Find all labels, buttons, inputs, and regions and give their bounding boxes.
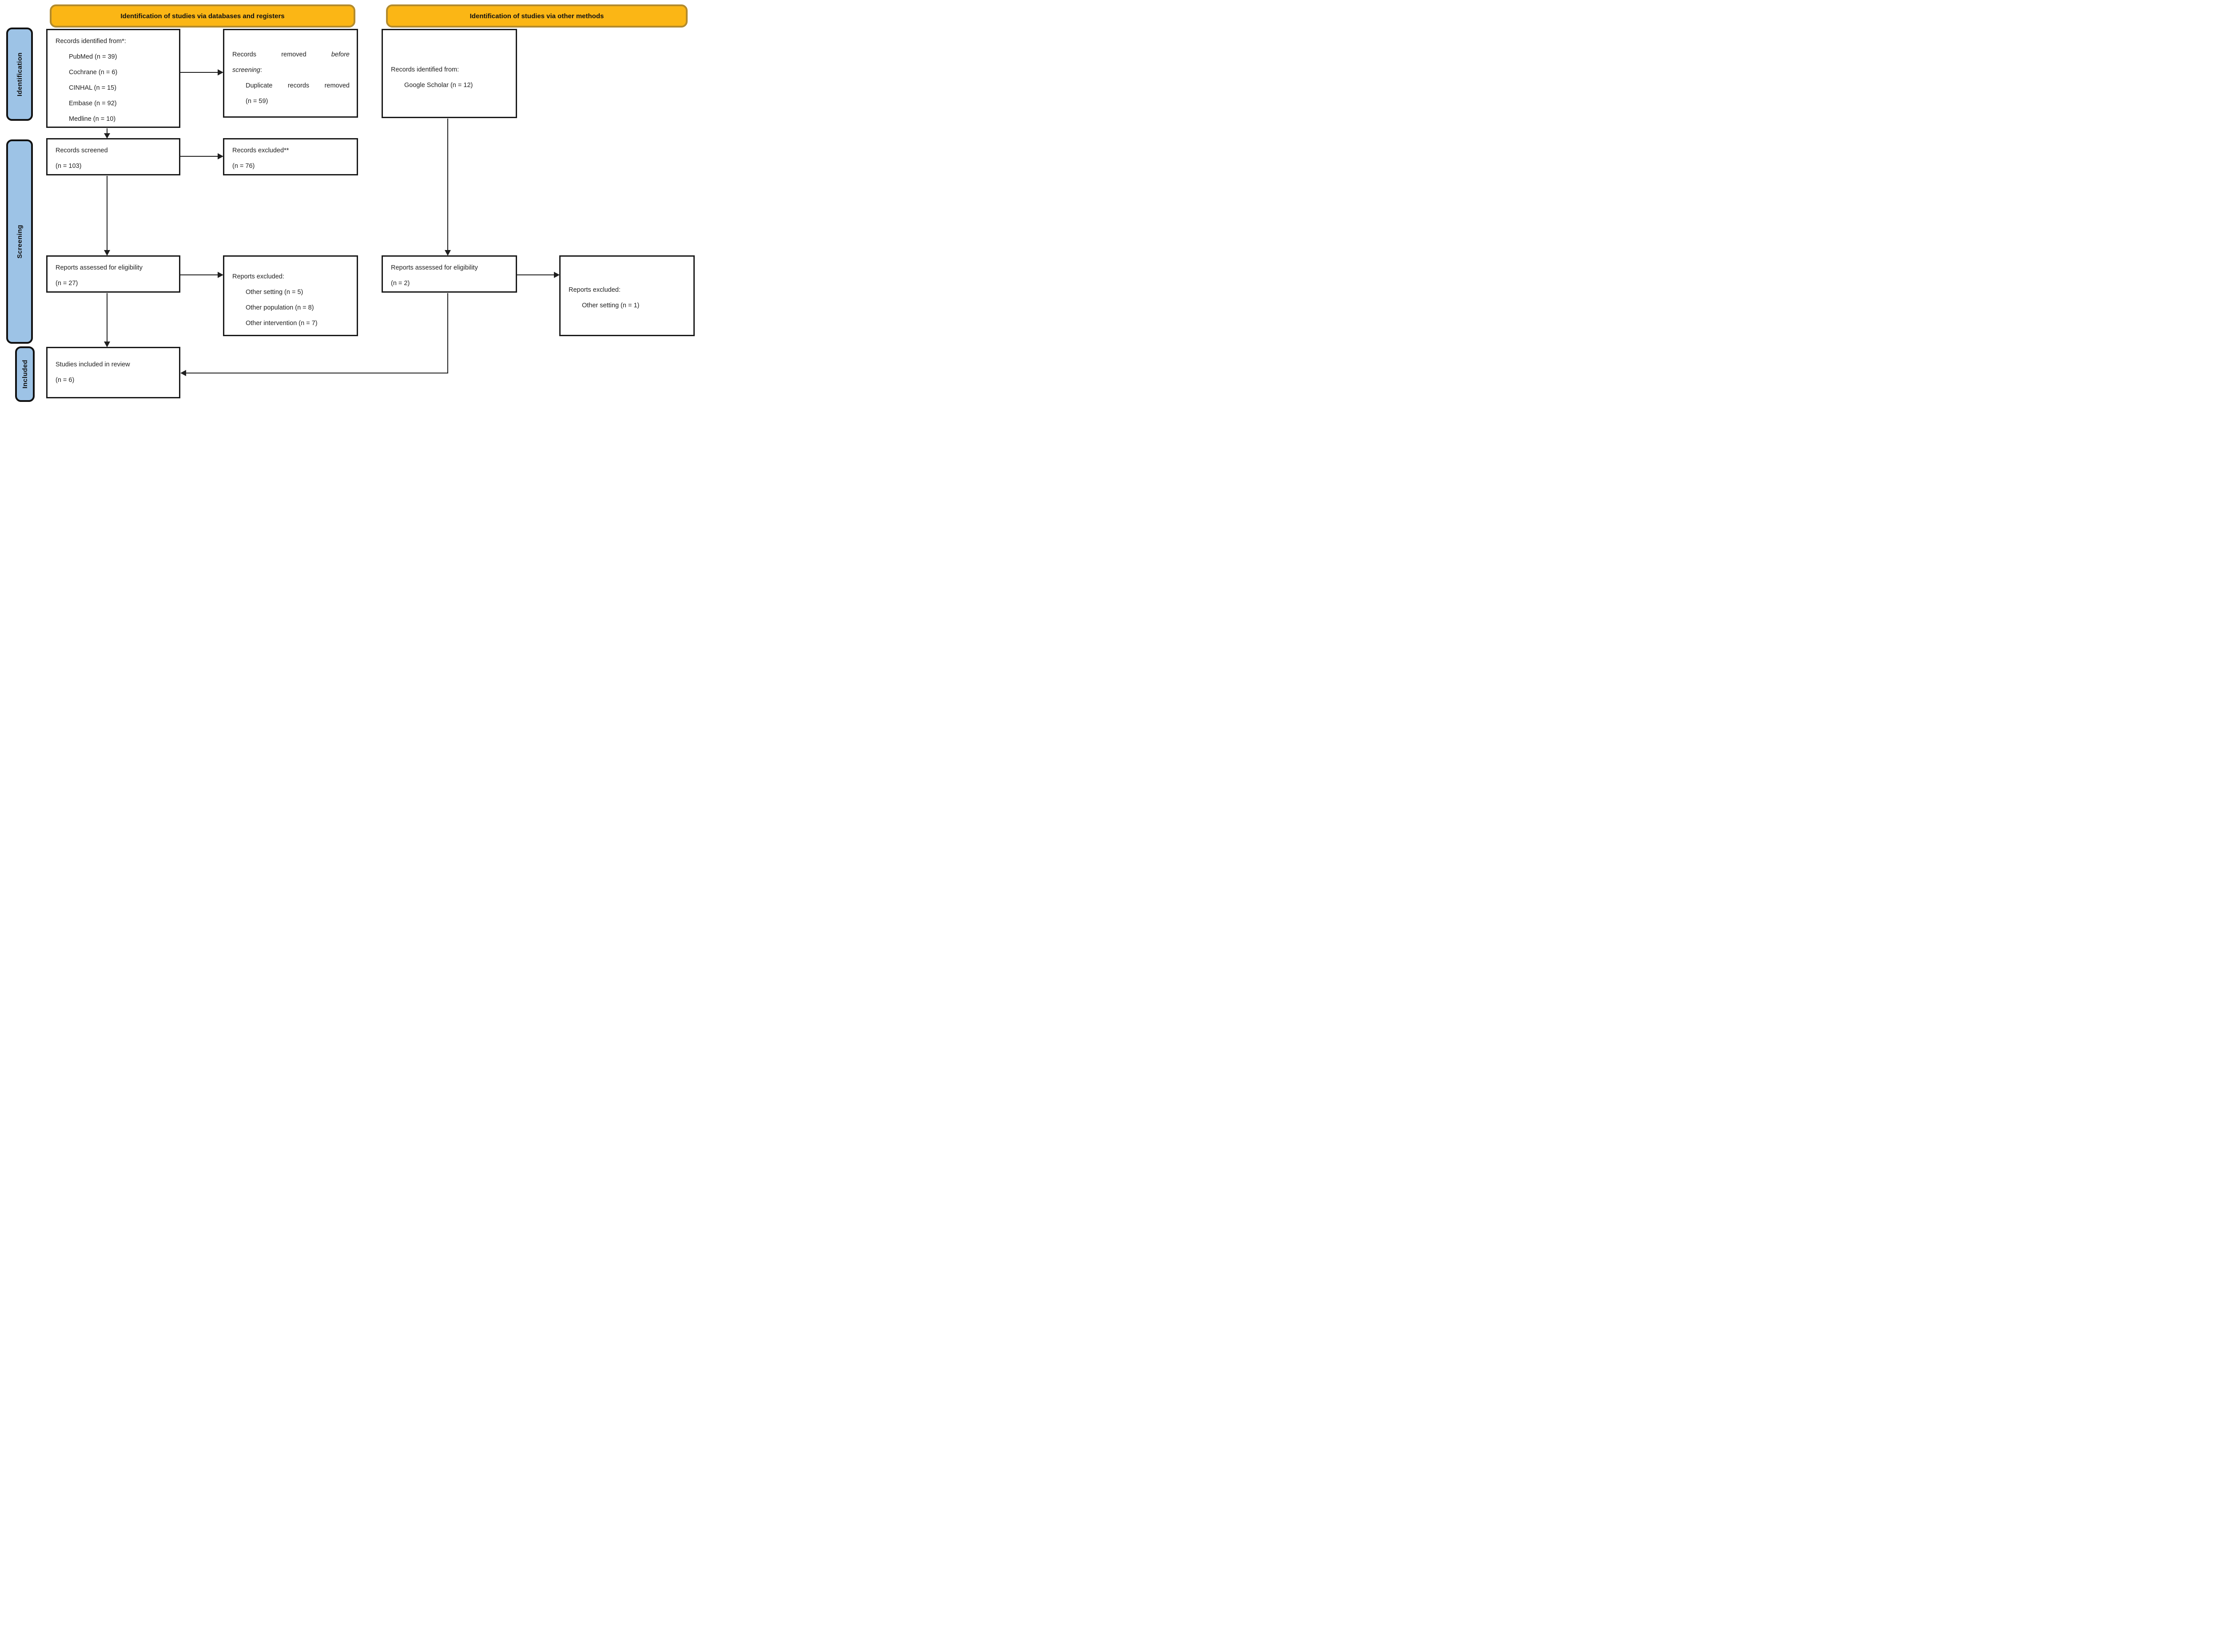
source-medline: Medline (n = 10) — [69, 115, 116, 123]
records-excluded-box: Records excluded** (n = 76) — [223, 138, 358, 175]
reports-excluded-databases-box: Reports excluded: Other setting (n = 5) … — [223, 255, 358, 336]
records-removed-line2: screening: — [232, 67, 262, 74]
reports-assessed-databases-count: (n = 27) — [56, 280, 78, 287]
reports-excluded-other-title: Reports excluded: — [569, 286, 621, 294]
source-cochrane: Cochrane (n = 6) — [69, 69, 118, 76]
stage-label-identification: Identification — [6, 28, 33, 121]
arrow-scholar-to-assessed — [445, 119, 451, 256]
reports-assessed-databases-box: Reports assessed for eligibility (n = 27… — [46, 255, 180, 293]
arrow-screened-to-assessed — [104, 176, 110, 256]
arrow-screened-to-excluded — [180, 153, 223, 159]
stage-label-screening: Screening — [6, 139, 33, 344]
duplicates-removed-count: (n = 59) — [246, 98, 268, 105]
reports-assessed-other-box: Reports assessed for eligibility (n = 2) — [382, 255, 517, 293]
records-excluded-count: (n = 76) — [232, 163, 255, 170]
reports-assessed-other-count: (n = 2) — [391, 280, 410, 287]
records-other-title: Records identified from: — [391, 66, 459, 73]
source-cinhal: CINHAL (n = 15) — [69, 84, 117, 91]
records-screened-count: (n = 103) — [56, 163, 82, 170]
prisma-flow-diagram: Identification of studies via databases … — [0, 0, 697, 404]
source-embase: Embase (n = 92) — [69, 100, 117, 107]
arrow-identified-to-removed — [180, 69, 223, 75]
studies-included-count: (n = 6) — [56, 377, 75, 384]
stage-label-included: Included — [15, 346, 35, 402]
arrow-assessed-to-excluded-other — [517, 272, 560, 278]
source-pubmed: PubMed (n = 39) — [69, 53, 117, 60]
google-scholar-box: Records identified from: Google Scholar … — [382, 29, 517, 118]
records-identified-box: Records identified from*: PubMed (n = 39… — [46, 29, 180, 128]
header-other-methods-label: Identification of studies via other meth… — [470, 12, 604, 20]
records-identified-title: Records identified from*: — [56, 38, 126, 45]
arrow-assessed-to-included — [104, 293, 110, 347]
excluded-other-population: Other population (n = 8) — [246, 304, 314, 311]
excluded-other-setting-1: Other setting (n = 1) — [582, 302, 640, 309]
reports-excluded-databases-title: Reports excluded: — [232, 273, 284, 280]
excluded-other-intervention: Other intervention (n = 7) — [246, 320, 318, 327]
source-google-scholar: Google Scholar (n = 12) — [404, 82, 473, 89]
excluded-other-setting: Other setting (n = 5) — [246, 289, 303, 296]
header-other-methods: Identification of studies via other meth… — [386, 4, 688, 28]
arrow-identified-to-screened — [104, 128, 110, 139]
records-screened-box: Records screened (n = 103) — [46, 138, 180, 175]
header-databases-registers-label: Identification of studies via databases … — [120, 12, 285, 20]
header-databases-registers: Identification of studies via databases … — [50, 4, 355, 28]
studies-included-box: Studies included in review (n = 6) — [46, 347, 180, 398]
reports-excluded-other-box: Reports excluded: Other setting (n = 1) — [559, 255, 695, 336]
arrow-assessed-to-excluded-db — [180, 272, 223, 278]
